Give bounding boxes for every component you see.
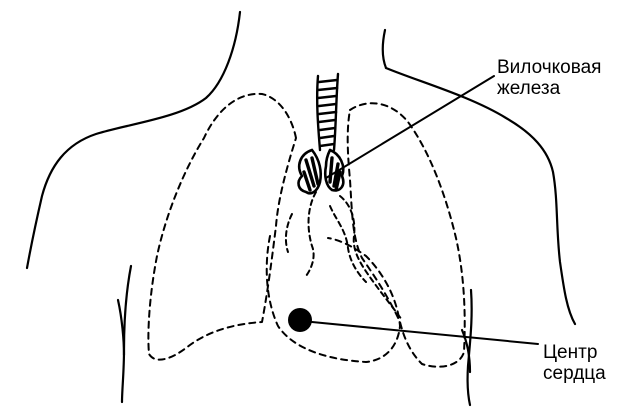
trachea-rings — [318, 80, 337, 146]
heart-center-label: Центр сердца — [543, 342, 606, 384]
trachea — [317, 74, 338, 150]
great-vessels — [286, 192, 402, 320]
left-lung-outline — [148, 94, 296, 360]
left-neck-shoulder-line — [27, 12, 240, 268]
aorta-right-branch — [340, 196, 402, 320]
thymus-label-line-2: железа — [497, 78, 601, 99]
vessel-left-inner — [286, 214, 292, 252]
heart-center-leader-line — [312, 322, 538, 344]
aorta-left-branch — [306, 192, 316, 276]
heart-center-label-line-2: сердца — [543, 363, 606, 384]
thymus-label: Вилочковая железа — [497, 57, 601, 99]
heart-outline — [267, 236, 400, 362]
left-armpit-stub — [118, 300, 124, 355]
thymus-leader-line — [326, 76, 494, 178]
right-neck-line — [383, 30, 386, 68]
thymus-label-line-1: Вилочковая — [497, 57, 601, 78]
right-shoulder-line — [386, 68, 575, 324]
heart-center-label-line-1: Центр — [543, 342, 606, 363]
heart-center-dot — [288, 308, 312, 332]
